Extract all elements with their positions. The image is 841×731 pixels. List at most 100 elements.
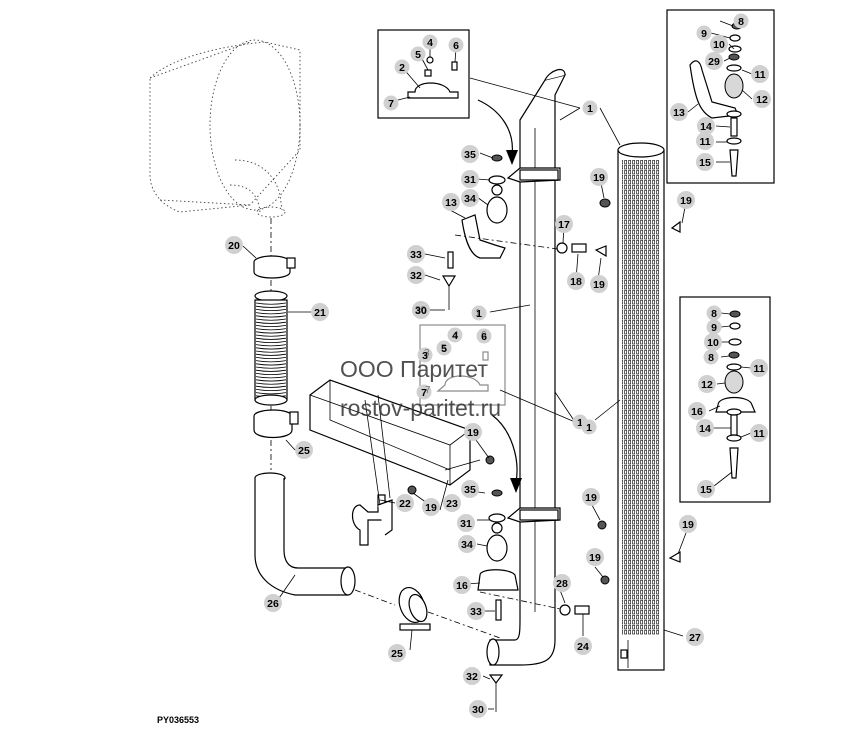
- callout-bubble: [698, 375, 716, 393]
- callout-number: 30: [472, 704, 484, 716]
- callout-19: 19: [464, 423, 482, 441]
- screws-19: [407, 198, 681, 585]
- muffler-outline: [149, 39, 301, 218]
- callout-number: 19: [593, 279, 605, 291]
- callout-bubble: [448, 37, 464, 53]
- callout-number: 17: [558, 219, 570, 231]
- callout-bubble: [471, 305, 487, 321]
- callout-number: 1: [587, 103, 593, 115]
- callout-number: 16: [456, 580, 468, 592]
- callout-number: 28: [556, 578, 568, 590]
- callout-number: 23: [446, 498, 458, 510]
- callout-number: 15: [700, 484, 712, 496]
- clamp-25-upper: [253, 409, 299, 439]
- callout-20: 20: [225, 236, 243, 254]
- callout-15: 15: [696, 153, 714, 171]
- callout-22: 22: [396, 494, 414, 512]
- callout-bubble: [586, 548, 604, 566]
- callout-number: 33: [410, 249, 422, 261]
- callout-bubble: [706, 319, 722, 335]
- callout-bubble: [751, 65, 769, 83]
- callout-11: 11: [750, 359, 768, 377]
- callout-bubble: [697, 480, 715, 498]
- callout-19: 19: [590, 275, 608, 293]
- elbow-pipe-26: [254, 472, 356, 596]
- callout-16: 16: [453, 576, 471, 594]
- callout-25: 25: [295, 441, 313, 459]
- callout-19: 19: [679, 515, 697, 533]
- callout-number: 8: [738, 16, 744, 28]
- callout-number: 35: [464, 484, 476, 496]
- inset-box-right-bottom: [679, 296, 771, 503]
- callout-27: 27: [686, 628, 704, 646]
- callout-number: 8: [711, 308, 717, 320]
- callout-number: 6: [453, 40, 459, 52]
- callout-number: 11: [754, 69, 765, 81]
- callout-5: 5: [436, 340, 452, 356]
- callout-number: 24: [577, 641, 589, 653]
- flex-pipe-21: [254, 290, 288, 406]
- callout-33: 33: [467, 602, 485, 620]
- callout-number: 19: [585, 492, 597, 504]
- callout-bubble: [412, 301, 430, 319]
- svg-text:30: 30: [415, 305, 427, 316]
- callout-bubble: [461, 170, 479, 188]
- callout-number: 22: [399, 498, 411, 510]
- callout-bubble: [461, 189, 479, 207]
- callout-5: 5: [410, 46, 426, 62]
- callout-9: 9: [706, 319, 722, 335]
- callout-21: 21: [311, 303, 329, 321]
- bolt-17-18: [556, 242, 607, 258]
- callout-number: 21: [314, 307, 326, 319]
- callout-bubble: [582, 488, 600, 506]
- callout-number: 10: [707, 337, 719, 349]
- callout-number: 10: [713, 39, 725, 51]
- callout-bubble: [704, 333, 722, 351]
- callout-1: 1: [471, 305, 487, 321]
- callout-number: 32: [410, 270, 422, 282]
- watermark-site: rostov-paritet.ru: [340, 395, 501, 421]
- callout-4: 4: [447, 327, 463, 343]
- callout-number: 11: [699, 136, 710, 148]
- callout-bubble: [461, 480, 479, 498]
- callout-15: 15: [697, 480, 715, 498]
- callout-7: 7: [416, 384, 432, 400]
- callout-bubble: [417, 347, 433, 363]
- callout-bubble: [753, 90, 771, 108]
- callout-1: 1: [581, 419, 597, 435]
- svg-text:5: 5: [441, 343, 447, 354]
- callout-number: 20: [228, 240, 240, 252]
- callout-29: 29: [705, 52, 723, 70]
- callout-number: 7: [388, 98, 394, 110]
- callout-number: 18: [570, 276, 582, 288]
- callout-18: 18: [567, 272, 585, 290]
- callout-25: 25: [388, 644, 406, 662]
- svg-text:1: 1: [475, 308, 481, 319]
- callout-number: 31: [460, 518, 472, 530]
- callout-number: 19: [682, 519, 694, 531]
- callout-31: 31: [457, 514, 475, 532]
- callout-bubble: [457, 514, 475, 532]
- callout-number: 1: [577, 417, 583, 429]
- callout-bubble: [688, 402, 706, 420]
- callout-bubble: [697, 117, 715, 135]
- callout-number: 8: [708, 352, 714, 364]
- callout-23: 23: [443, 494, 461, 512]
- callout-number: 5: [441, 343, 447, 355]
- svg-text:3: 3: [424, 348, 430, 359]
- callout-35: 35: [461, 480, 479, 498]
- clamp-25-lower: [398, 586, 431, 631]
- upper-mount-stack: [441, 154, 566, 310]
- perforated-tube-27: [617, 142, 665, 671]
- callout-bubble: [442, 193, 460, 211]
- callout-bubble: [463, 667, 481, 685]
- callout-bubble: [458, 535, 476, 553]
- callout-8: 8: [703, 349, 719, 365]
- callout-bubble: [422, 498, 440, 516]
- callout-11: 11: [750, 424, 768, 442]
- callout-bubble: [264, 594, 282, 612]
- callout-number: 31: [464, 174, 476, 186]
- tailpipe-clamp-lower: [506, 507, 561, 523]
- callout-bubble: [407, 245, 425, 263]
- callout-4: 4: [422, 34, 438, 50]
